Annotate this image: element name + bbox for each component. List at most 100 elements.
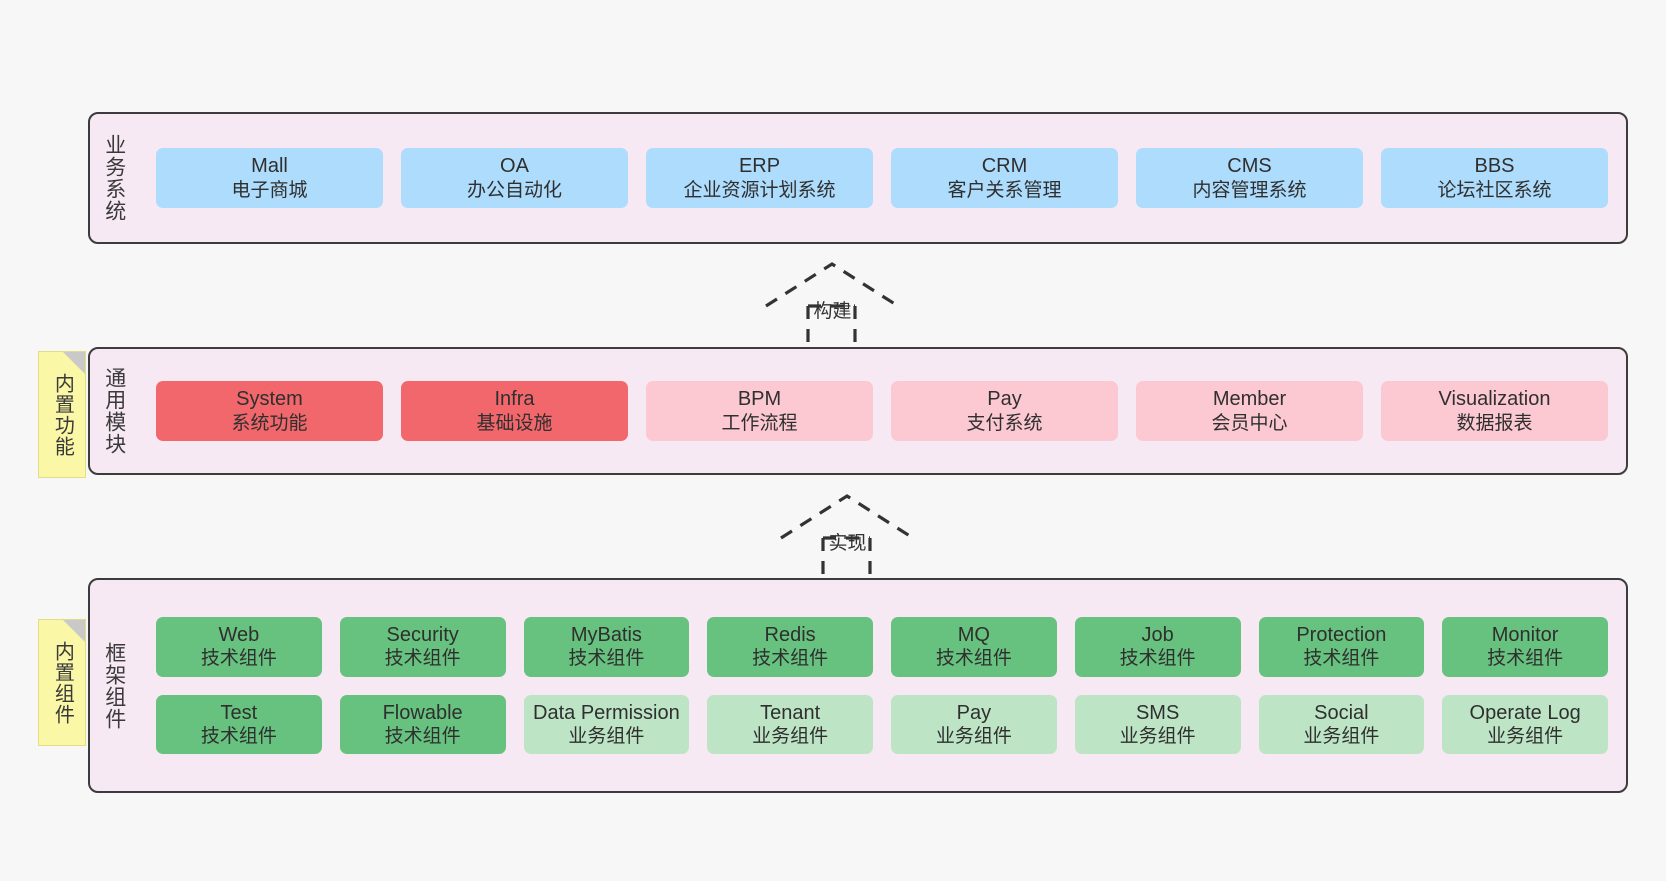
node-subtitle: 业务组件 (935, 725, 1012, 747)
node-erp[interactable]: ERP 企业资源计划系统 (646, 148, 873, 208)
node-subtitle: 基础设施 (476, 412, 553, 434)
node-title: System (236, 388, 303, 411)
node-title: Pay (956, 701, 992, 724)
node-subtitle: 会员中心 (1211, 412, 1288, 434)
node-cms[interactable]: CMS 内容管理系统 (1136, 148, 1363, 208)
node-title: Member (1212, 388, 1287, 411)
node-subtitle: 业务组件 (1487, 725, 1564, 747)
band-framework-components: 框架组件 Web 技术组件 Security 技术组件 MyBatis 技术组件… (88, 578, 1628, 793)
node-title: Infra (494, 388, 535, 411)
node-subtitle: 客户关系管理 (947, 179, 1062, 201)
node-pay[interactable]: Pay 支付系统 (891, 381, 1118, 441)
note-label: 内置功能 (51, 372, 74, 457)
node-subtitle: 技术组件 (1487, 648, 1564, 670)
node-social[interactable]: Social 业务组件 (1258, 694, 1425, 755)
node-subtitle: 业务组件 (1119, 725, 1196, 747)
node-sms[interactable]: SMS 业务组件 (1074, 694, 1241, 755)
band-general-modules: 通用模块 System 系统功能 Infra 基础设施 BPM 工作流程 Pay… (88, 347, 1628, 475)
node-title: Protection (1296, 623, 1387, 646)
node-title: Mall (251, 155, 288, 178)
node-subtitle: 技术组件 (935, 648, 1012, 670)
node-flowable[interactable]: Flowable 技术组件 (339, 694, 506, 755)
node-job[interactable]: Job 技术组件 (1074, 616, 1241, 677)
node-title: CRM (981, 155, 1028, 178)
node-title: Visualization (1438, 388, 1551, 411)
node-title: Test (220, 701, 258, 724)
node-redis[interactable]: Redis 技术组件 (707, 616, 873, 677)
band-body-business-systems: Mall 电子商城 OA 办公自动化 ERP 企业资源计划系统 CRM 客户关系… (138, 114, 1626, 242)
framework-components-row-2: Test 技术组件 Flowable 技术组件 Data Permission … (156, 694, 1608, 755)
node-pay-component[interactable]: Pay 业务组件 (891, 694, 1057, 755)
node-visualization[interactable]: Visualization 数据报表 (1381, 381, 1608, 441)
node-title: SMS (1135, 701, 1180, 724)
note-builtin-features: 内置功能 (38, 351, 86, 478)
node-title: Security (386, 623, 459, 646)
node-subtitle: 支付系统 (966, 412, 1043, 434)
node-subtitle: 技术组件 (1119, 648, 1196, 670)
node-title: Data Permission (533, 701, 680, 724)
band-label-general-modules: 通用模块 (102, 367, 126, 455)
node-protection[interactable]: Protection 技术组件 (1258, 616, 1425, 677)
node-security[interactable]: Security 技术组件 (339, 616, 506, 677)
node-oa[interactable]: OA 办公自动化 (401, 148, 628, 208)
node-web[interactable]: Web 技术组件 (156, 616, 322, 677)
band-business-systems: 业务系统 Mall 电子商城 OA 办公自动化 ERP 企业资源计划系统 CRM… (88, 112, 1628, 244)
node-subtitle: 电子商城 (231, 179, 308, 201)
node-title: Monitor (1491, 623, 1559, 646)
arrow-build-shape (765, 262, 899, 344)
node-title: BPM (737, 388, 782, 411)
band-label-framework-components: 框架组件 (102, 641, 126, 730)
node-mall[interactable]: Mall 电子商城 (156, 148, 383, 208)
node-infra[interactable]: Infra 基础设施 (401, 381, 628, 441)
general-modules-row: System 系统功能 Infra 基础设施 BPM 工作流程 Pay 支付系统… (156, 381, 1608, 441)
arrow-build: 构建 (760, 258, 905, 346)
band-label-business-systems: 业务系统 (102, 134, 126, 222)
node-mybatis[interactable]: MyBatis 技术组件 (523, 616, 690, 677)
node-title: OA (500, 155, 529, 178)
node-mq[interactable]: MQ 技术组件 (891, 616, 1057, 677)
node-bbs[interactable]: BBS 论坛社区系统 (1381, 148, 1608, 208)
node-tenant[interactable]: Tenant 业务组件 (707, 694, 873, 755)
node-title: Pay (987, 388, 1022, 411)
node-operate-log[interactable]: Operate Log 业务组件 (1442, 694, 1608, 755)
arrow-build-label: 构建 (813, 301, 852, 322)
node-subtitle: 论坛社区系统 (1437, 179, 1552, 201)
node-test[interactable]: Test 技术组件 (156, 694, 322, 755)
node-subtitle: 业务组件 (568, 725, 645, 747)
node-subtitle: 工作流程 (721, 412, 798, 434)
framework-components-row-1: Web 技术组件 Security 技术组件 MyBatis 技术组件 Redi… (156, 616, 1608, 677)
business-systems-row: Mall 电子商城 OA 办公自动化 ERP 企业资源计划系统 CRM 客户关系… (156, 148, 1608, 208)
node-subtitle: 技术组件 (568, 648, 645, 670)
node-crm[interactable]: CRM 客户关系管理 (891, 148, 1118, 208)
arrow-implement: 实现 (775, 490, 920, 578)
node-subtitle: 技术组件 (200, 725, 277, 747)
node-title: Flowable (382, 701, 463, 724)
node-subtitle: 技术组件 (752, 648, 829, 670)
node-subtitle: 技术组件 (1303, 648, 1380, 670)
node-title: Job (1141, 623, 1174, 646)
arrow-implement-label: 实现 (828, 533, 867, 554)
node-member[interactable]: Member 会员中心 (1136, 381, 1363, 441)
band-body-framework-components: Web 技术组件 Security 技术组件 MyBatis 技术组件 Redi… (138, 580, 1626, 791)
note-label: 内置组件 (51, 640, 74, 725)
node-bpm[interactable]: BPM 工作流程 (646, 381, 873, 441)
note-fold-corner-icon (63, 620, 85, 642)
node-data-permission[interactable]: Data Permission 业务组件 (523, 694, 690, 755)
node-subtitle: 办公自动化 (466, 179, 562, 201)
note-fold-corner-icon (63, 352, 85, 374)
node-subtitle: 业务组件 (1303, 725, 1380, 747)
node-subtitle: 技术组件 (384, 648, 461, 670)
node-system[interactable]: System 系统功能 (156, 381, 383, 441)
node-subtitle: 企业资源计划系统 (683, 179, 836, 201)
node-title: Redis (764, 623, 816, 646)
band-body-general-modules: System 系统功能 Infra 基础设施 BPM 工作流程 Pay 支付系统… (138, 349, 1626, 473)
node-subtitle: 业务组件 (752, 725, 829, 747)
node-title: CMS (1227, 155, 1272, 178)
node-subtitle: 数据报表 (1456, 412, 1533, 434)
node-title: BBS (1474, 155, 1515, 178)
node-subtitle: 技术组件 (384, 725, 461, 747)
arrow-implement-shape (780, 494, 914, 576)
node-subtitle: 内容管理系统 (1192, 179, 1307, 201)
node-monitor[interactable]: Monitor 技术组件 (1442, 616, 1608, 677)
